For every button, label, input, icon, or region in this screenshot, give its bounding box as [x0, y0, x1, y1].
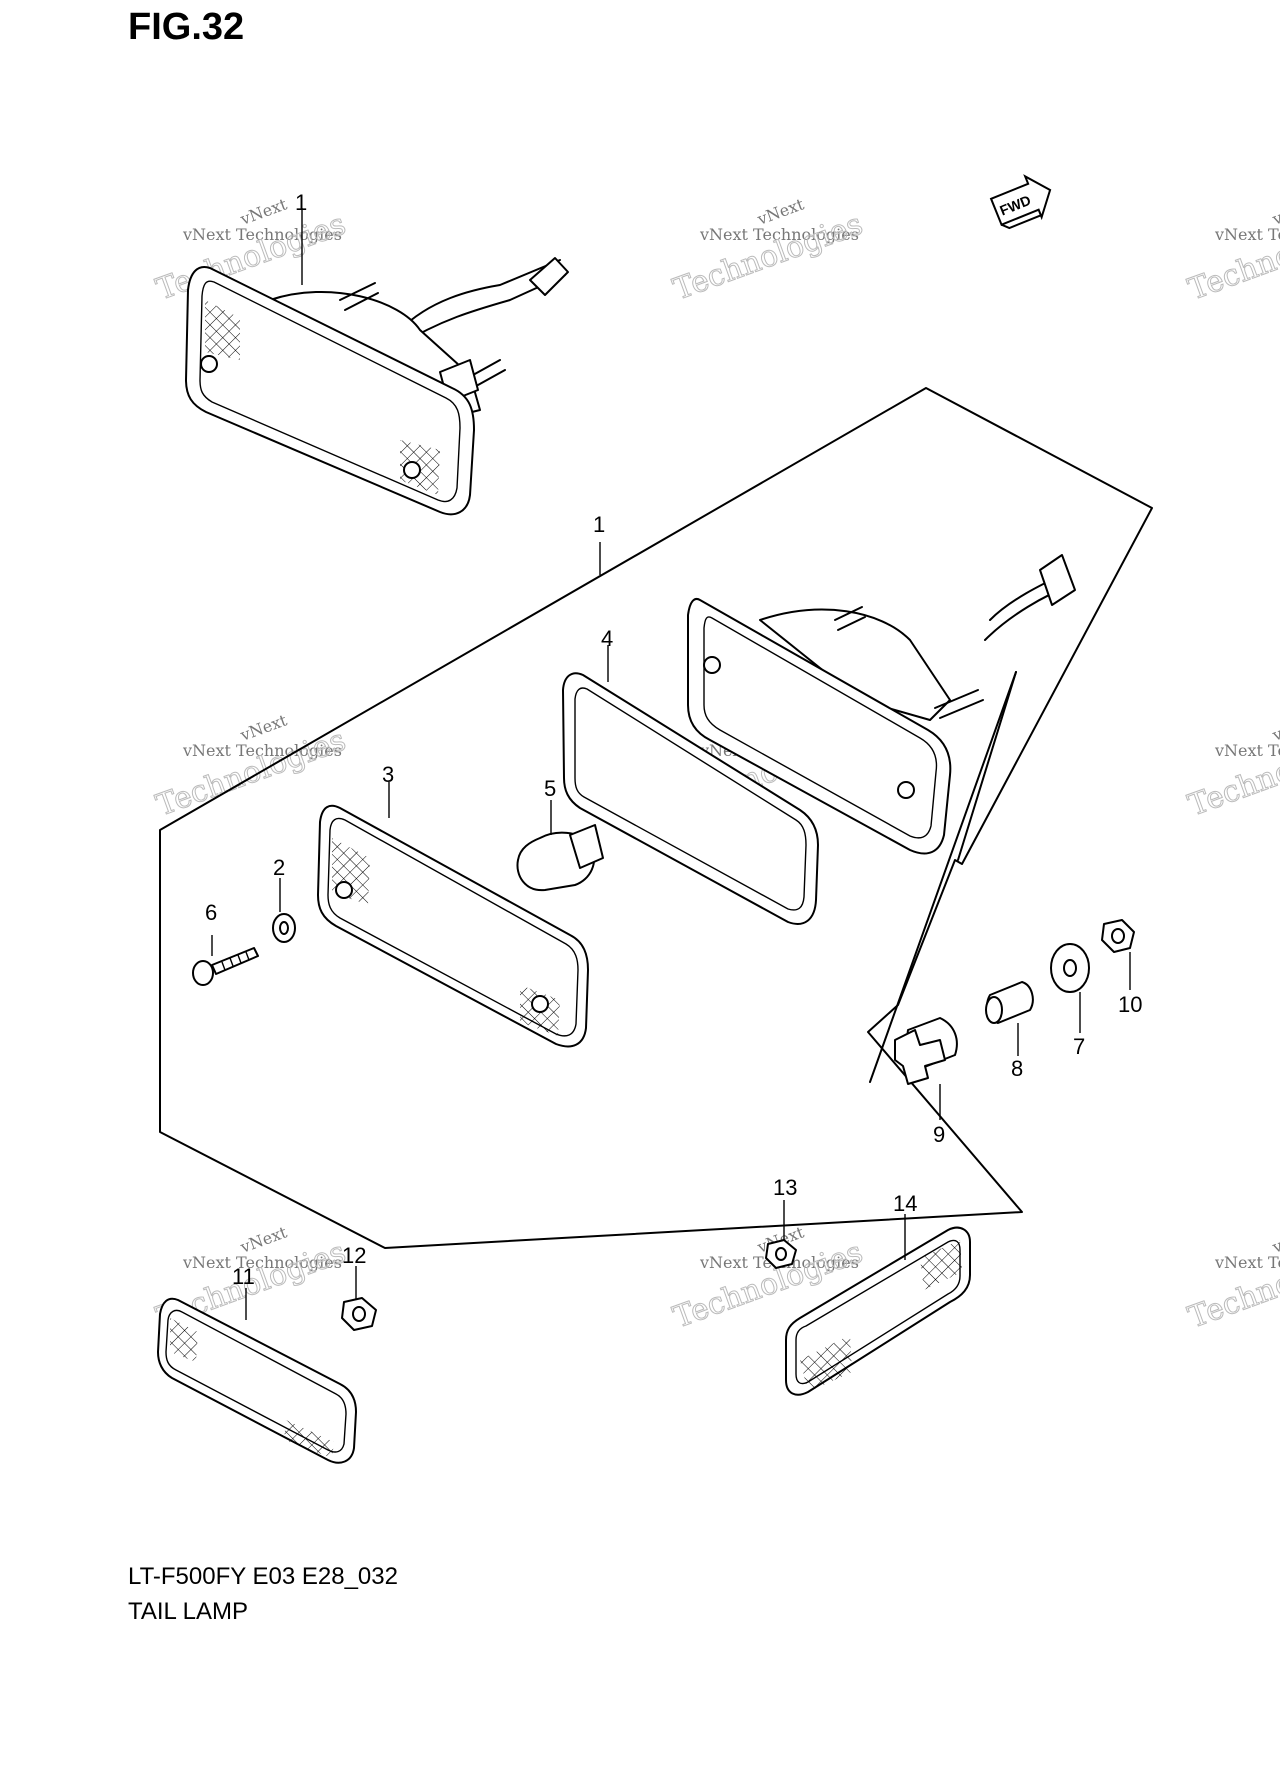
- watermark-text: vNext Technologies: [1214, 741, 1280, 760]
- watermark-text: vNext Technologies: [182, 741, 342, 760]
- callout-5: 5: [544, 776, 556, 801]
- callout-4: 4: [601, 626, 613, 651]
- reflector-right: [785, 1226, 971, 1396]
- figure-title: FIG.32: [128, 6, 245, 48]
- callout-11: 11: [232, 1264, 255, 1289]
- callout-8: 8: [1011, 1056, 1023, 1081]
- figure-name: TAIL LAMP: [128, 1598, 249, 1625]
- collar: [985, 981, 1034, 1024]
- watermark-text: vNext: [237, 1222, 290, 1257]
- watermark-text: vNext: [237, 194, 290, 229]
- model-code: LT-F500FY E03 E28_032: [128, 1563, 398, 1590]
- watermark-text: vNext Technologies: [699, 225, 859, 244]
- callout-13: 13: [773, 1175, 797, 1200]
- grommet: [894, 1017, 958, 1085]
- nut: [1101, 919, 1135, 953]
- lamp-gasket: [562, 672, 819, 925]
- callout-1: 1: [295, 190, 307, 215]
- callout-14: 14: [893, 1191, 917, 1216]
- leader-line: [869, 671, 1017, 1083]
- watermark-text: vNext: [1269, 194, 1280, 229]
- nut: [341, 1297, 377, 1331]
- leader-line: [957, 671, 1017, 861]
- watermark-text: Technologies: [1184, 1235, 1280, 1336]
- callout-12: 12: [342, 1243, 366, 1268]
- watermark-text: vNext Technologies: [182, 1253, 342, 1272]
- watermark-text: vNext: [1269, 1222, 1280, 1257]
- callout-1: 1: [593, 512, 605, 537]
- callout-labels: 1 1 4 3 5 2 6 10 7 8 9 13 14 12 11: [205, 190, 1142, 1289]
- watermark-text: vNext Technologies: [1214, 225, 1280, 244]
- lamp-lens: [317, 804, 589, 1048]
- screw: [192, 947, 259, 986]
- watermark-text: vNext: [754, 194, 807, 229]
- callout-6: 6: [205, 900, 217, 925]
- watermark-text: Technologies: [1184, 207, 1280, 308]
- callout-3: 3: [382, 762, 394, 787]
- watermark-text: vNext Technologies: [1214, 1253, 1280, 1272]
- callout-7: 7: [1073, 1034, 1085, 1059]
- callout-9: 9: [933, 1122, 945, 1147]
- reflector-left: [157, 1297, 357, 1464]
- watermark-text: Technologies: [1184, 723, 1280, 824]
- fwd-arrow-icon: FWD: [989, 174, 1052, 230]
- callout-2: 2: [273, 855, 285, 880]
- watermark-text: vNext: [237, 710, 290, 745]
- watermark-text: vNext: [1269, 710, 1280, 745]
- bulb: [516, 824, 604, 892]
- washer: [272, 913, 296, 943]
- callout-10: 10: [1118, 992, 1142, 1017]
- exploded-view-outline: [159, 387, 1153, 1249]
- leader-lines: [211, 208, 1131, 1320]
- lamp-housing: [687, 554, 1076, 855]
- plain-washer: [1050, 943, 1090, 993]
- tail-lamp-assembly-top: [185, 257, 569, 516]
